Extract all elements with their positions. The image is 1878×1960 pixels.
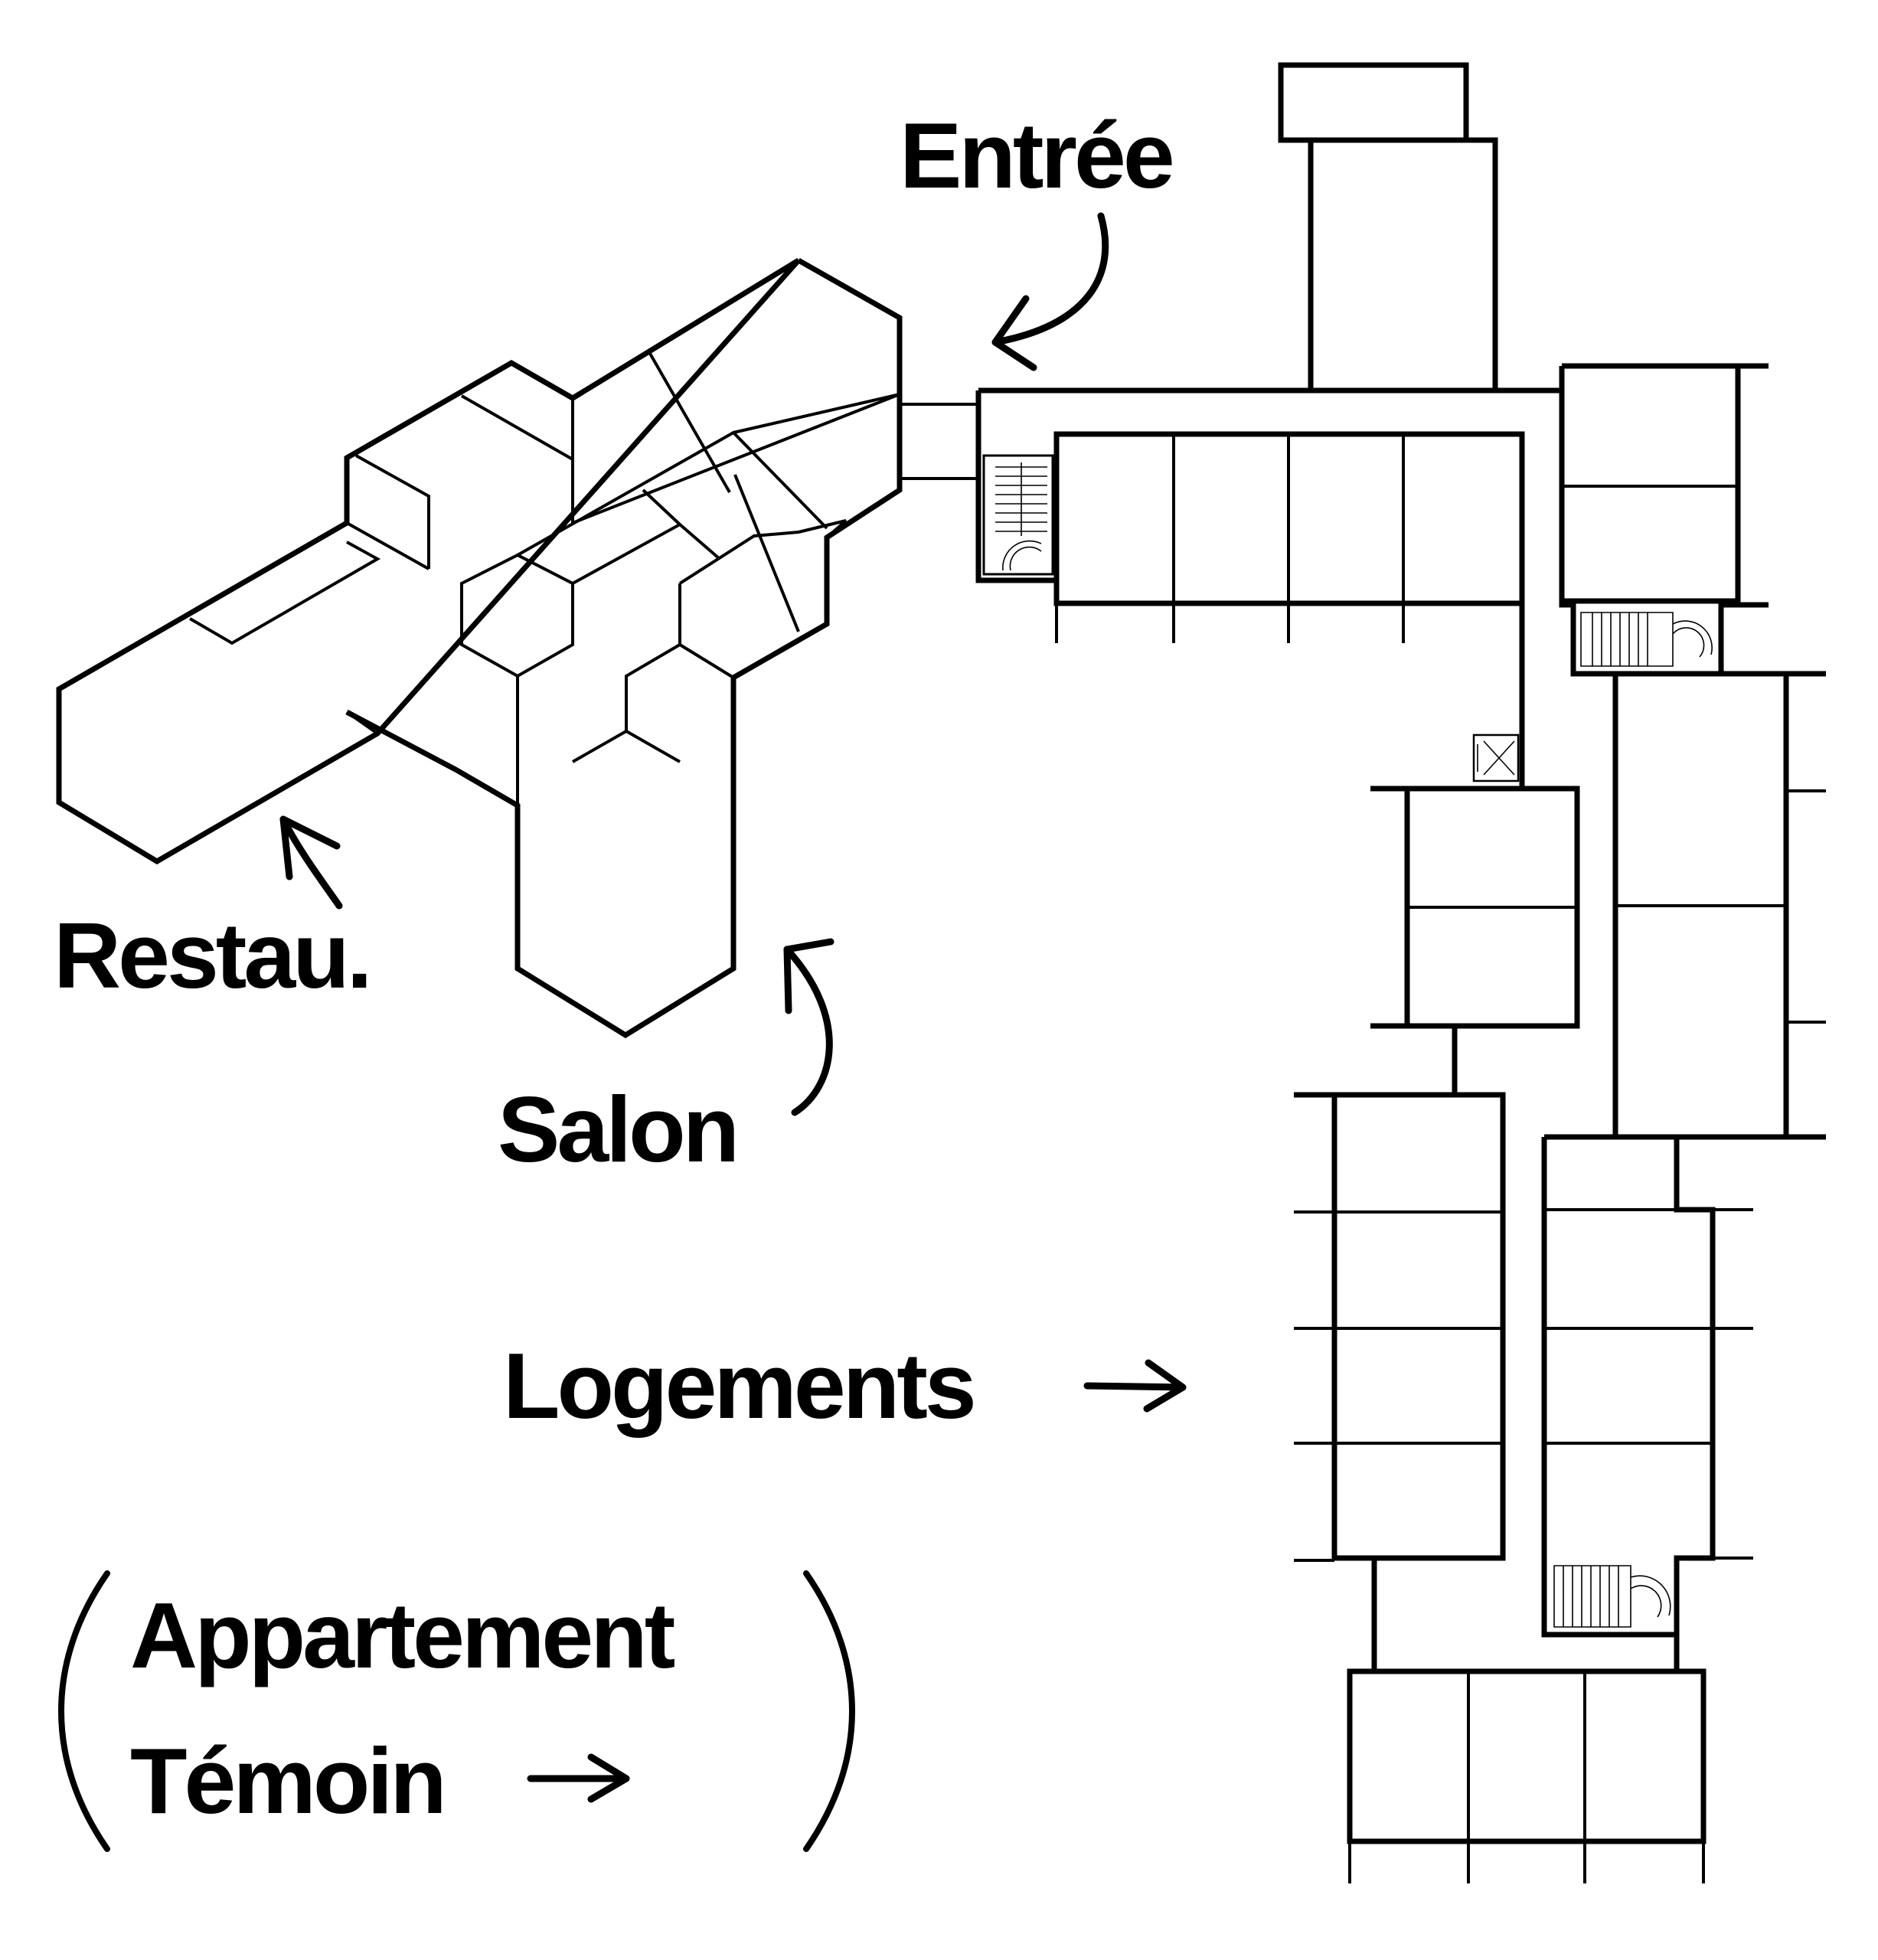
staircase-icon: [1553, 1565, 1671, 1628]
right-tower: [1559, 363, 1826, 1140]
hand-drawn-arrow-icon: [279, 212, 1187, 1803]
parenthesis-decoration: [58, 1570, 855, 1852]
entrance-label: Entrée: [900, 103, 1172, 207]
housing-label: Logements: [503, 1334, 974, 1438]
staircase-icon: [982, 454, 1054, 576]
hexagonal-wing: [56, 257, 903, 1039]
restaurant-label: Restau.: [54, 903, 370, 1008]
show-apartment-label-line1: Appartement: [130, 1583, 675, 1687]
connector-corridor: [900, 403, 978, 480]
show-apartment-label-line2: Témoin: [130, 1729, 444, 1833]
housing-blocks: [1294, 605, 1753, 1883]
staircase-icon: [1580, 612, 1713, 667]
elevator-icon: [1472, 733, 1520, 782]
lounge-label: Salon: [498, 1077, 737, 1181]
